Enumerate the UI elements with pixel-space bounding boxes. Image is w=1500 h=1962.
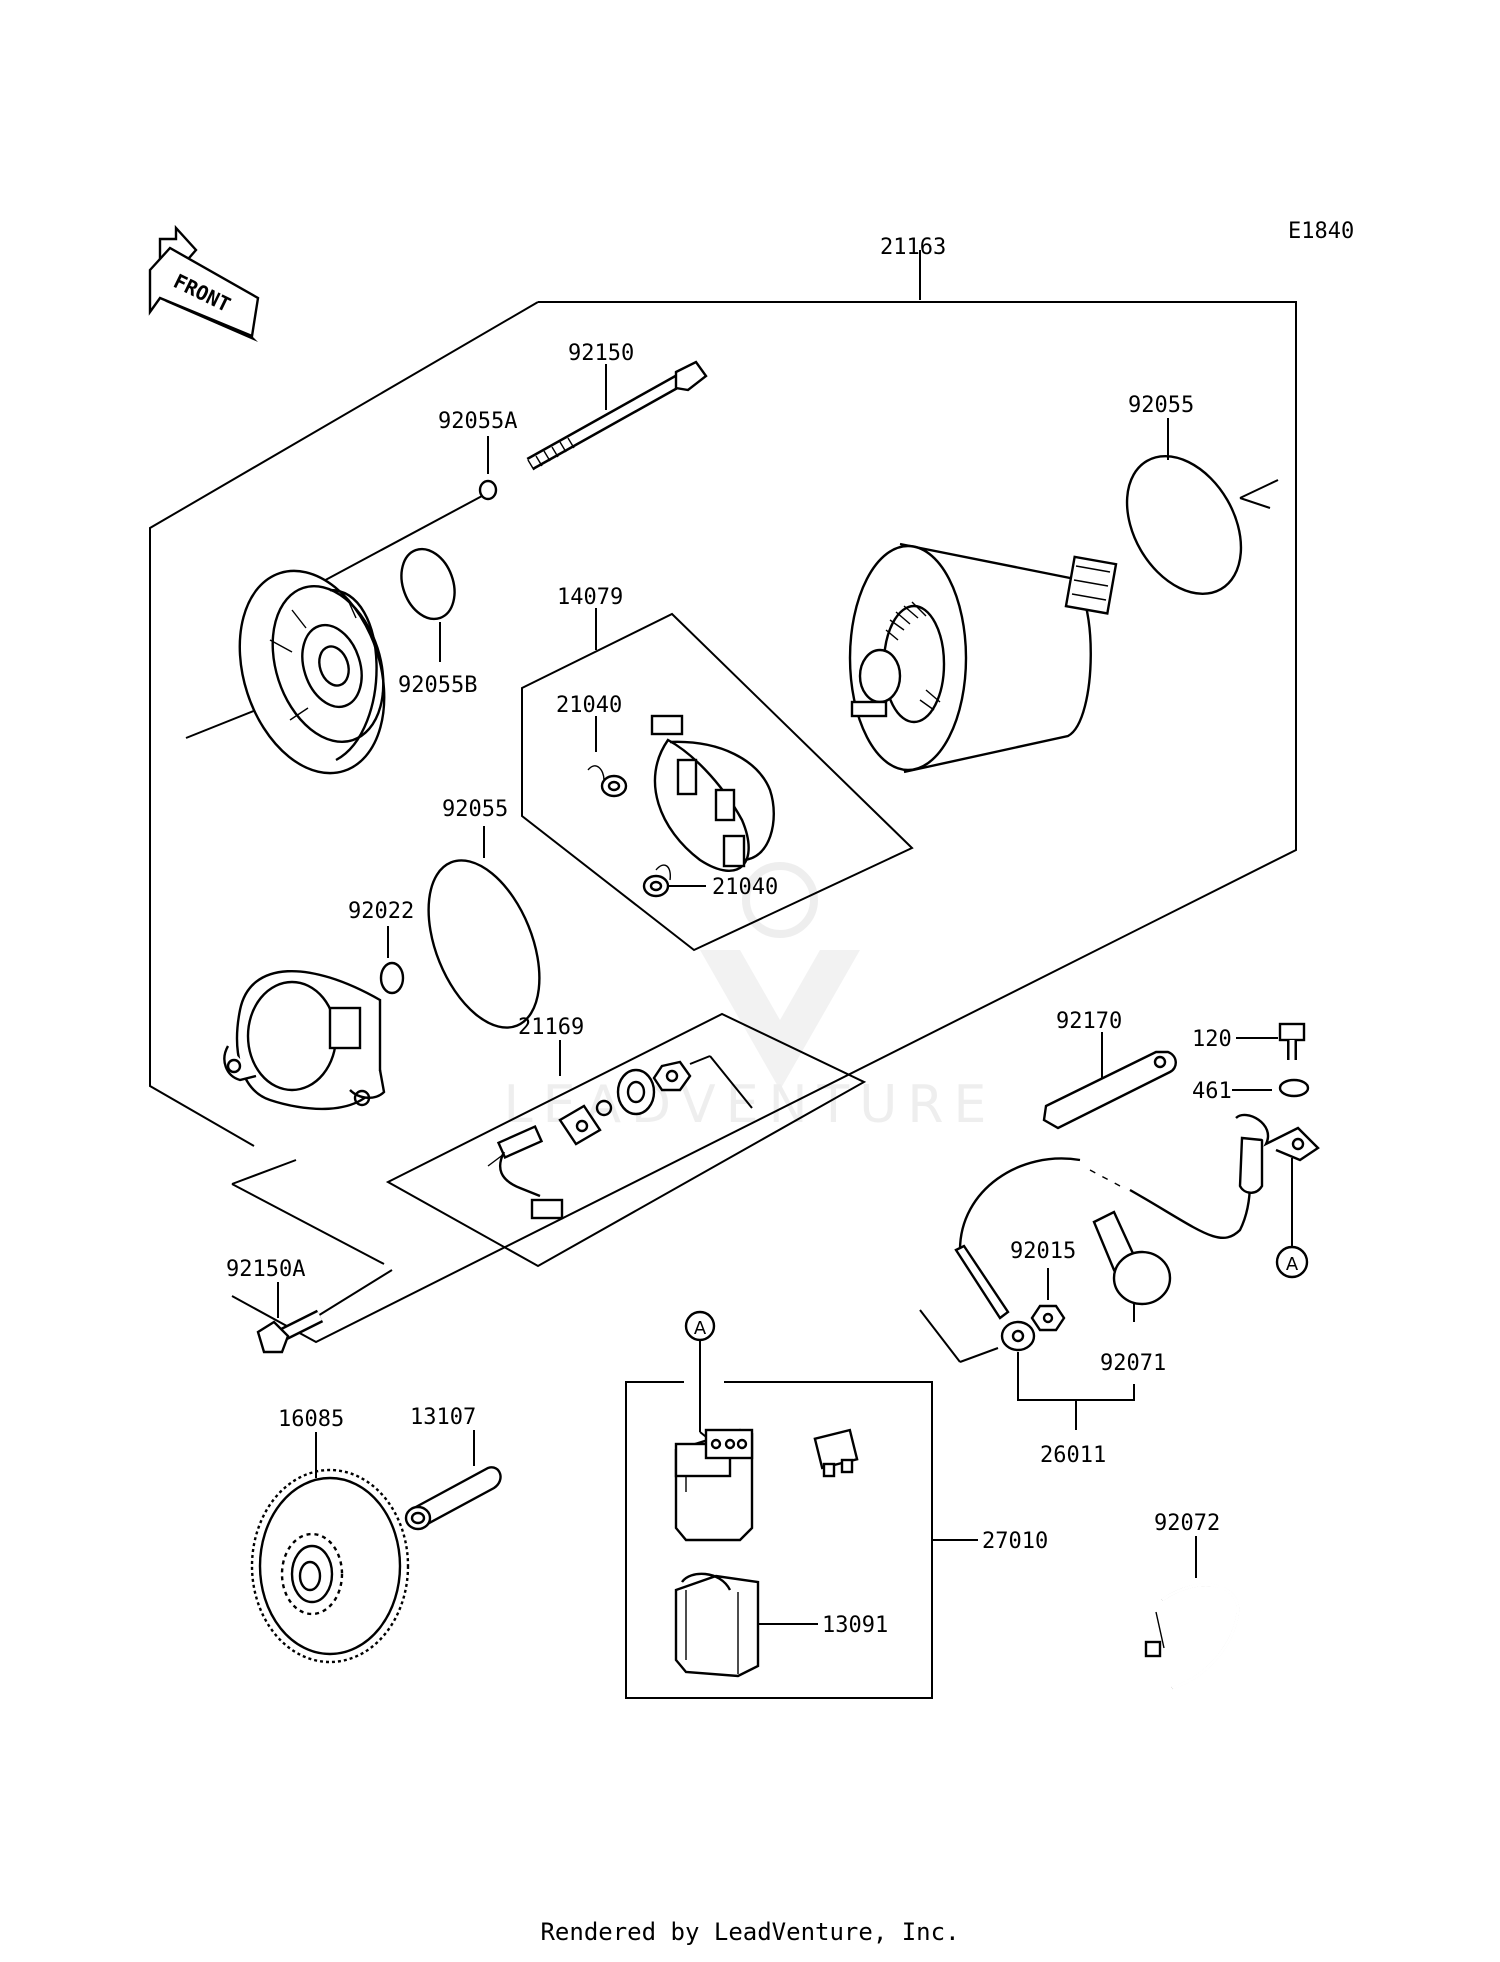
footer-credit: Rendered by LeadVenture, Inc. [540, 1918, 960, 1946]
callout-14079: 14079 [557, 585, 623, 610]
ref-marker-a-right: A [1275, 1158, 1309, 1279]
o-ring-right-part [1125, 418, 1279, 595]
callout-21169: 21169 [518, 1015, 584, 1040]
washer-part [379, 926, 405, 995]
armature-yoke-part [848, 542, 1118, 774]
callout-92071: 92071 [1100, 1351, 1166, 1376]
callout-92055-mid: 92055 [442, 797, 508, 822]
ref-marker-a-right-text: A [1286, 1254, 1299, 1275]
watermark: LEADVENTURE [504, 862, 986, 1135]
callout-13107: 13107 [410, 1405, 476, 1430]
o-ring-middle-part [427, 826, 541, 1029]
front-cover-part [185, 569, 386, 775]
callout-92015: 92015 [1010, 1239, 1076, 1264]
terminal-kit-box [385, 1012, 867, 1268]
gear-shaft-part [404, 1430, 502, 1531]
washer-461-part [1232, 1078, 1310, 1098]
callout-92150: 92150 [568, 341, 634, 366]
brush-spring-lower-part [642, 864, 706, 898]
o-ring-b-part [400, 547, 456, 662]
callout-461: 461 [1192, 1079, 1232, 1104]
callout-92022: 92022 [348, 899, 414, 924]
terminal-insulator-part [558, 1055, 753, 1146]
callout-21040-lower: 21040 [712, 875, 778, 900]
callout-26011: 26011 [1040, 1443, 1106, 1468]
callout-13091: 13091 [822, 1613, 888, 1638]
diagram-code: E1840 [1288, 219, 1354, 244]
brush-plate-part [650, 714, 775, 872]
starter-cable-part [919, 1113, 1320, 1363]
callout-92055-top: 92055 [1128, 393, 1194, 418]
ref-marker-a-relay-text: A [694, 1318, 707, 1339]
brush-holder-box [521, 608, 914, 952]
starter-relay-part [674, 1428, 754, 1542]
mounting-bolt-part [256, 1269, 393, 1354]
callout-92072: 92072 [1154, 1511, 1220, 1536]
callout-27010: 27010 [982, 1529, 1048, 1554]
callout-21040-upper: 21040 [556, 693, 622, 718]
callout-92055b: 92055B [398, 673, 477, 698]
cable-band-part [1144, 1536, 1240, 1690]
terminal-strip-part [1042, 1032, 1177, 1130]
nut-92015-part [1030, 1268, 1066, 1332]
ref-marker-a-relay: A [684, 1310, 716, 1441]
callout-21163: 21163 [880, 235, 946, 260]
front-arrow-icon: FRONT [148, 224, 260, 342]
terminal-cap-part [1092, 1210, 1172, 1322]
relay-box [625, 1381, 978, 1699]
callout-120: 120 [1192, 1027, 1232, 1052]
rear-cover-part [223, 970, 386, 1111]
brush-spring-upper-part [587, 716, 628, 798]
callout-92055a: 92055A [438, 409, 517, 434]
callout-92150a: 92150A [226, 1257, 305, 1282]
bolt-120-part [1236, 1022, 1306, 1060]
through-bolt-part [526, 360, 708, 471]
callout-92170: 92170 [1056, 1009, 1122, 1034]
small-o-ring-part [317, 436, 498, 585]
starter-idle-gear-part [250, 1432, 410, 1664]
callout-16085: 16085 [278, 1407, 344, 1432]
relay-cover-part [674, 1572, 818, 1678]
fuse-part [813, 1428, 859, 1478]
terminal-bolt-part [487, 1124, 564, 1220]
